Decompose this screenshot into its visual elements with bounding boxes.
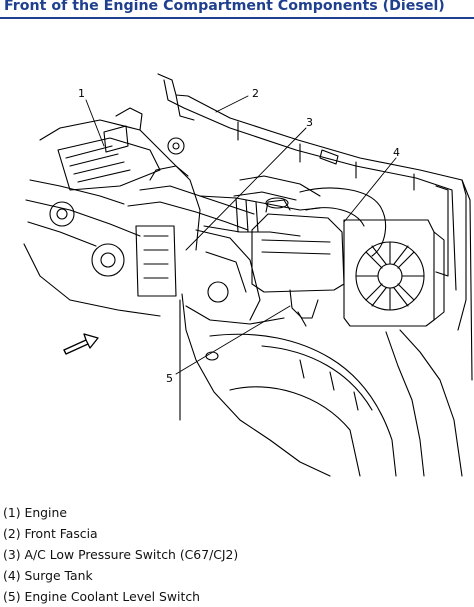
engine-drawing xyxy=(23,107,321,325)
air-intake-duct-drawing xyxy=(199,187,387,257)
fender-drawing xyxy=(179,293,463,477)
callout-4: 4 xyxy=(393,146,400,159)
callout-1: 1 xyxy=(78,87,85,100)
component-legend: (1) Engine (2) Front Fascia (3) A/C Low … xyxy=(3,502,471,607)
engine-compartment-illustration: 1 2 3 4 5 xyxy=(23,73,473,477)
front-fascia-drawing xyxy=(157,73,473,381)
page-title: Front of the Engine Compartment Componen… xyxy=(4,0,445,14)
title-underline xyxy=(0,17,474,19)
legend-item-surge-tank: (4) Surge Tank xyxy=(3,568,93,583)
surge-tank-drawing xyxy=(251,197,345,327)
leader-lines xyxy=(85,95,397,375)
legend-item-engine: (1) Engine xyxy=(3,505,67,520)
callout-3: 3 xyxy=(306,116,313,129)
legend-item-ac-low-pressure-switch: (3) A/C Low Pressure Switch (C67/CJ2) xyxy=(3,547,239,562)
legend-item-engine-coolant-level-switch: (5) Engine Coolant Level Switch xyxy=(3,589,201,604)
callout-2: 2 xyxy=(252,87,259,100)
forward-arrow-icon xyxy=(63,333,99,355)
legend-item-front-fascia: (2) Front Fascia xyxy=(3,526,98,541)
air-cleaner-drawing xyxy=(343,219,445,327)
callout-5: 5 xyxy=(166,372,173,385)
